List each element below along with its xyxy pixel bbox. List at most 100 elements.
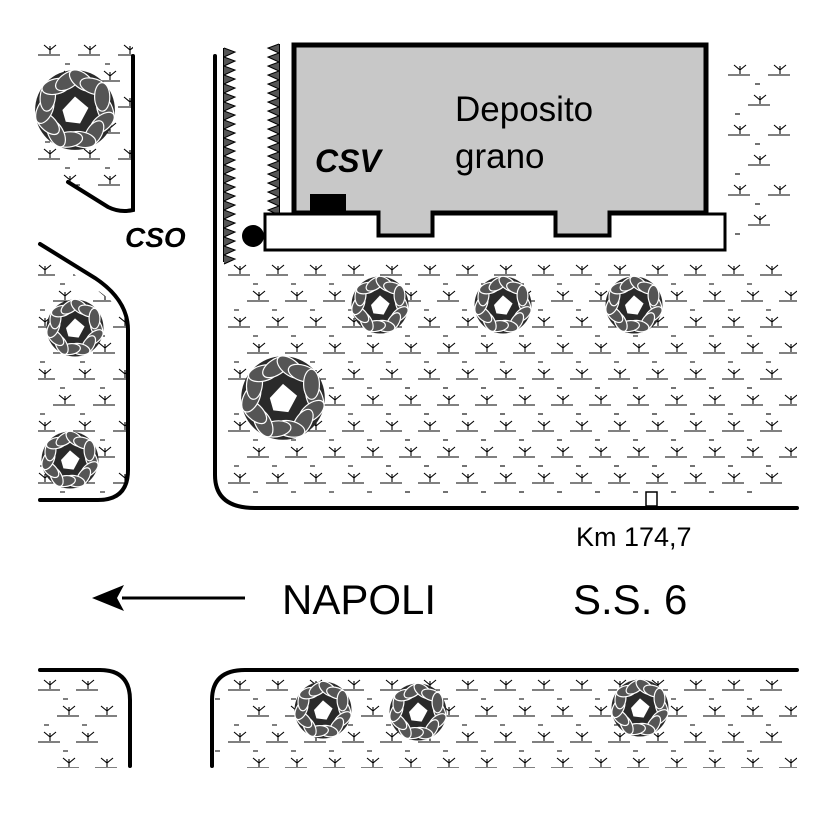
grass-tuft-icon bbox=[728, 290, 763, 311]
grass-tuft-icon bbox=[747, 731, 782, 752]
grass-tuft-icon bbox=[519, 731, 554, 752]
grass-tuft-icon bbox=[500, 394, 535, 415]
grass-tuft-icon bbox=[247, 757, 269, 768]
grass-tuft-icon bbox=[386, 446, 421, 467]
grass-tuft-icon bbox=[614, 394, 649, 415]
km-post-marker bbox=[645, 491, 658, 507]
grass-tuft-icon bbox=[690, 705, 725, 726]
loading-platform bbox=[263, 212, 727, 252]
grass-tuft-icon bbox=[633, 472, 668, 493]
grass-field-bottom-left bbox=[38, 679, 117, 768]
grass-tuft-icon bbox=[253, 679, 288, 700]
tree-icon bbox=[241, 355, 325, 440]
grass-tuft-icon bbox=[329, 264, 364, 285]
grass-tuft-icon bbox=[82, 705, 117, 726]
grass-tuft-icon bbox=[234, 446, 269, 467]
grass-tuft-icon bbox=[671, 368, 706, 389]
grass-tuft-icon bbox=[310, 446, 345, 467]
grass-tuft-icon bbox=[475, 757, 497, 768]
grass-tuft-icon bbox=[728, 394, 763, 415]
grass-tuft-icon bbox=[747, 472, 782, 493]
grass-tuft-icon bbox=[747, 316, 782, 337]
grass-tuft-icon bbox=[690, 290, 725, 311]
grass-tuft-icon bbox=[595, 731, 630, 752]
grass-tuft-icon bbox=[633, 368, 668, 389]
grass-tuft-icon bbox=[519, 420, 554, 441]
grass-tuft-icon bbox=[741, 757, 763, 768]
grass-tuft-icon bbox=[538, 705, 573, 726]
grass-tuft-icon bbox=[652, 394, 687, 415]
grass-tuft-icon bbox=[443, 316, 478, 337]
grass-tuft-icon bbox=[253, 264, 288, 285]
hedge-row bbox=[223, 47, 237, 265]
km-label: Km 174,7 bbox=[576, 522, 692, 552]
grass-tuft-icon bbox=[709, 316, 744, 337]
grass-tuft-icon bbox=[671, 264, 706, 285]
grass-tuft-icon bbox=[728, 64, 750, 76]
grass-tuft-icon bbox=[228, 316, 250, 328]
grass-tuft-icon bbox=[405, 368, 440, 389]
grass-tuft-icon bbox=[228, 264, 250, 276]
grass-tuft-icon bbox=[443, 679, 478, 700]
grass-tuft-icon bbox=[690, 446, 725, 467]
grass-tuft-icon bbox=[595, 420, 630, 441]
kerb-top-left bbox=[66, 54, 135, 213]
grass-tuft-icon bbox=[500, 342, 535, 363]
grass-tuft-icon bbox=[709, 420, 744, 441]
grass-tuft-icon bbox=[519, 368, 554, 389]
grass-tuft-icon bbox=[627, 757, 649, 768]
grass-tuft-icon bbox=[709, 264, 744, 285]
grass-tuft-icon bbox=[424, 342, 459, 363]
tree-icon bbox=[611, 678, 669, 737]
cso-label: CSO bbox=[125, 222, 186, 253]
grass-tuft-icon bbox=[557, 472, 592, 493]
grass-tuft-icon bbox=[728, 342, 763, 363]
grass-tuft-icon bbox=[105, 148, 133, 169]
tree-icon bbox=[46, 298, 104, 357]
grass-tuft-icon bbox=[291, 264, 326, 285]
grass-tuft-icon bbox=[735, 154, 770, 175]
hedge-rows bbox=[223, 43, 280, 265]
grass-tuft-icon bbox=[500, 705, 535, 726]
grass-tuft-icon bbox=[481, 420, 516, 441]
grass-tuft-icon bbox=[735, 94, 770, 115]
grass-tuft-icon bbox=[57, 757, 79, 768]
grass-tuft-icon bbox=[405, 472, 440, 493]
grass-tuft-icon bbox=[595, 368, 630, 389]
grass-tuft-icon bbox=[589, 757, 611, 768]
grass-tuft-icon bbox=[443, 264, 478, 285]
grass-tuft-icon bbox=[361, 757, 383, 768]
grass-tuft-icon bbox=[348, 705, 383, 726]
grass-tuft-icon bbox=[253, 472, 288, 493]
grass-tuft-icon bbox=[253, 731, 288, 752]
grass-tuft-icon bbox=[747, 368, 782, 389]
grass-tuft-icon bbox=[443, 368, 478, 389]
grass-tuft-icon bbox=[766, 705, 797, 726]
grass-tuft-icon bbox=[557, 368, 592, 389]
grass-tuft-icon bbox=[405, 420, 440, 441]
grass-tuft-icon bbox=[399, 757, 421, 768]
building-label-line-2: grano bbox=[455, 137, 545, 176]
grass-tuft-icon bbox=[747, 679, 782, 700]
grass-tuft-icon bbox=[728, 446, 763, 467]
kerb-mid-left bbox=[38, 242, 130, 502]
grass-tuft-icon bbox=[100, 420, 128, 441]
grass-tuft-icon bbox=[633, 420, 668, 441]
grass-tuft-icon bbox=[40, 394, 75, 415]
grass-tuft-icon bbox=[65, 148, 100, 169]
grass-tuft-icon bbox=[105, 44, 133, 65]
grass-tuft-icon bbox=[285, 757, 307, 768]
grass-tuft-icon bbox=[63, 679, 98, 700]
grass-tuft-icon bbox=[424, 290, 459, 311]
grass-tuft-icon bbox=[100, 472, 128, 493]
grass-tuft-icon bbox=[38, 148, 60, 160]
grass-tuft-icon bbox=[728, 184, 750, 196]
grass-tuft-icon bbox=[557, 679, 592, 700]
grass-tuft-icon bbox=[538, 342, 573, 363]
grass-tuft-icon bbox=[690, 342, 725, 363]
kerb-bottom-right bbox=[210, 668, 799, 768]
grass-tuft-icon bbox=[576, 342, 611, 363]
grass-tuft-icon bbox=[462, 342, 497, 363]
grass-tuft-icon bbox=[576, 705, 611, 726]
